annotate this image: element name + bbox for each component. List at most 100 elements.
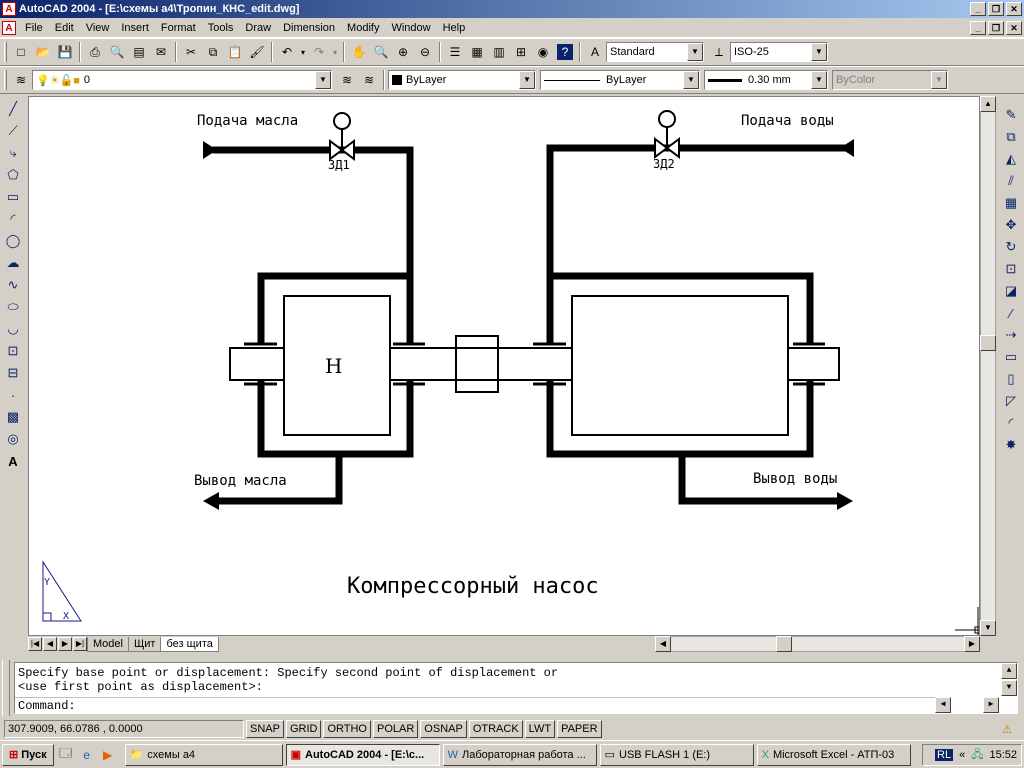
color-select[interactable]: ByLayer▼ bbox=[388, 70, 536, 90]
print-icon[interactable]: ⎙ bbox=[90, 44, 100, 59]
scroll-left-button[interactable]: ◀ bbox=[655, 636, 671, 652]
scale-icon[interactable]: ⊡ bbox=[1005, 261, 1017, 276]
lineweight-select[interactable]: 0.30 mm▼ bbox=[704, 70, 828, 90]
restore-button[interactable]: ❐ bbox=[988, 2, 1004, 16]
revision-cloud-icon[interactable]: ☁ bbox=[6, 255, 20, 270]
stretch-icon[interactable]: ◪ bbox=[1004, 283, 1018, 298]
tray-expand-icon[interactable]: « bbox=[959, 749, 966, 761]
zoom-realtime-icon[interactable]: 🔍 bbox=[373, 45, 389, 59]
doc-restore-button[interactable]: ❐ bbox=[988, 21, 1004, 35]
chamfer-icon[interactable]: ◸ bbox=[1006, 393, 1016, 408]
open-icon[interactable]: 📂 bbox=[35, 45, 51, 59]
toolbar-grip[interactable] bbox=[4, 42, 7, 62]
zoom-previous-icon[interactable]: ⊖ bbox=[419, 45, 431, 59]
ie-icon[interactable]: e bbox=[83, 747, 90, 762]
new-icon[interactable]: □ bbox=[17, 45, 25, 59]
undo-dropdown-icon[interactable]: ▾ bbox=[300, 47, 305, 57]
tab-shchit[interactable]: Щит bbox=[127, 636, 162, 652]
otrack-toggle[interactable]: OTRACK bbox=[468, 720, 523, 738]
polygon-icon[interactable]: ⬠ bbox=[7, 167, 19, 182]
cmd-scroll-up-button[interactable]: ▲ bbox=[1001, 663, 1017, 679]
horizontal-scrollbar[interactable]: ◀ ▶ bbox=[655, 636, 980, 652]
paper-toggle[interactable]: PAPER bbox=[557, 720, 602, 738]
text-style-select[interactable]: Standard▼ bbox=[606, 42, 704, 62]
fillet-icon[interactable]: ◜ bbox=[1008, 415, 1014, 430]
command-window[interactable]: Specify base point or displacement: Spec… bbox=[14, 662, 1018, 714]
offset-icon[interactable]: ⫽ bbox=[1008, 173, 1014, 188]
construction-line-icon[interactable]: ⟋ bbox=[8, 123, 18, 138]
circle-icon[interactable]: ◯ bbox=[5, 233, 21, 248]
lwt-toggle[interactable]: LWT bbox=[524, 720, 556, 738]
menu-window[interactable]: Window bbox=[391, 21, 431, 34]
publish-icon[interactable]: ▤ bbox=[133, 45, 145, 59]
menu-dimension[interactable]: Dimension bbox=[283, 21, 336, 34]
region-icon[interactable]: ◎ bbox=[7, 431, 19, 446]
explode-icon[interactable]: ✸ bbox=[1005, 437, 1017, 452]
copy-icon[interactable]: ⧉ bbox=[208, 44, 218, 59]
cmd-scroll-left-button[interactable]: ◀ bbox=[935, 697, 951, 713]
scroll-up-button[interactable]: ▲ bbox=[980, 96, 996, 112]
array-icon[interactable]: ▦ bbox=[1004, 195, 1018, 210]
tab-bez-shchita[interactable]: без щита bbox=[160, 636, 219, 652]
properties-icon[interactable]: ☰ bbox=[449, 45, 461, 59]
designcenter-icon[interactable]: ▦ bbox=[471, 45, 483, 59]
point-icon[interactable]: · bbox=[10, 387, 16, 403]
horizontal-scroll-thumb[interactable] bbox=[776, 636, 792, 652]
rectangle-icon[interactable]: ▭ bbox=[6, 189, 20, 204]
autocad-logo-icon[interactable]: A bbox=[2, 2, 16, 16]
toolbar-grip[interactable] bbox=[4, 70, 7, 90]
ellipse-arc-icon[interactable]: ◡ bbox=[7, 321, 19, 336]
break-at-point-icon[interactable]: ▯ bbox=[1007, 371, 1015, 386]
minimize-button[interactable]: _ bbox=[970, 2, 986, 16]
line-icon[interactable]: ╱ bbox=[9, 101, 17, 116]
redo-icon[interactable]: ↷ bbox=[313, 45, 325, 59]
text-style-icon[interactable]: A bbox=[590, 45, 599, 59]
hatch-icon[interactable]: ▩ bbox=[6, 409, 20, 424]
redo-dropdown-icon[interactable]: ▾ bbox=[332, 47, 337, 57]
command-grip[interactable] bbox=[2, 660, 10, 716]
make-block-icon[interactable]: ⊟ bbox=[7, 365, 19, 380]
media-player-icon[interactable]: ▶ bbox=[102, 747, 113, 762]
match-properties-icon[interactable]: 🖌 bbox=[249, 45, 265, 59]
prev-tab-button[interactable]: ◀ bbox=[43, 637, 57, 651]
polar-toggle[interactable]: POLAR bbox=[373, 720, 419, 738]
scroll-down-button[interactable]: ▼ bbox=[980, 620, 996, 636]
mirror-icon[interactable]: ◭ bbox=[1006, 151, 1016, 166]
multiline-text-icon[interactable]: A bbox=[8, 453, 18, 469]
close-button[interactable]: ✕ bbox=[1006, 2, 1022, 16]
doc-close-button[interactable]: ✕ bbox=[1006, 21, 1022, 35]
move-icon[interactable]: ✥ bbox=[1005, 217, 1017, 232]
next-tab-button[interactable]: ▶ bbox=[58, 637, 72, 651]
extend-icon[interactable]: ⇢ bbox=[1005, 327, 1017, 342]
doc-minimize-button[interactable]: _ bbox=[970, 21, 986, 35]
preview-icon[interactable]: 🔍 bbox=[109, 45, 125, 59]
task-autocad[interactable]: ▣ AutoCAD 2004 - [E:\с... bbox=[285, 743, 440, 766]
grid-toggle[interactable]: GRID bbox=[285, 720, 322, 738]
snap-toggle[interactable]: SNAP bbox=[246, 720, 284, 738]
menu-file[interactable]: File bbox=[25, 21, 43, 34]
menu-edit[interactable]: Edit bbox=[54, 21, 74, 34]
arc-icon[interactable]: ◜ bbox=[10, 211, 16, 226]
zoom-window-icon[interactable]: ⊕ bbox=[397, 45, 409, 59]
insert-block-icon[interactable]: ⊡ bbox=[7, 343, 19, 358]
save-icon[interactable]: 💾 bbox=[57, 45, 73, 59]
help-icon[interactable]: ? bbox=[557, 44, 573, 60]
network-icon[interactable]: 🖧 bbox=[971, 748, 984, 761]
menu-help[interactable]: Help bbox=[442, 21, 466, 34]
markup-icon[interactable]: ◉ bbox=[537, 45, 549, 59]
cmd-scroll-down-button[interactable]: ▼ bbox=[1001, 680, 1017, 696]
drawing-canvas[interactable]: Подача масла Подача воды ЗД1 ЗД2 Вывод м… bbox=[28, 96, 980, 636]
cmd-scroll-right-button[interactable]: ▶ bbox=[983, 697, 999, 713]
clock[interactable]: 15:52 bbox=[989, 749, 1017, 761]
layer-previous-icon[interactable]: ≋ bbox=[363, 73, 375, 87]
scroll-right-button[interactable]: ▶ bbox=[964, 636, 980, 652]
task-folder[interactable]: 📁 схемы а4 bbox=[124, 743, 283, 766]
dim-style-select[interactable]: ISO-25▼ bbox=[730, 42, 828, 62]
pan-icon[interactable]: ✋ bbox=[351, 45, 367, 59]
desktop-icon[interactable]: 🗔 bbox=[59, 746, 73, 760]
menu-tools[interactable]: Tools bbox=[207, 21, 234, 34]
undo-icon[interactable]: ↶ bbox=[281, 45, 293, 59]
ellipse-icon[interactable]: ⬭ bbox=[7, 299, 19, 314]
trim-icon[interactable]: ⁄ bbox=[1009, 305, 1013, 321]
dbconnect-icon[interactable]: ⊞ bbox=[515, 45, 527, 59]
